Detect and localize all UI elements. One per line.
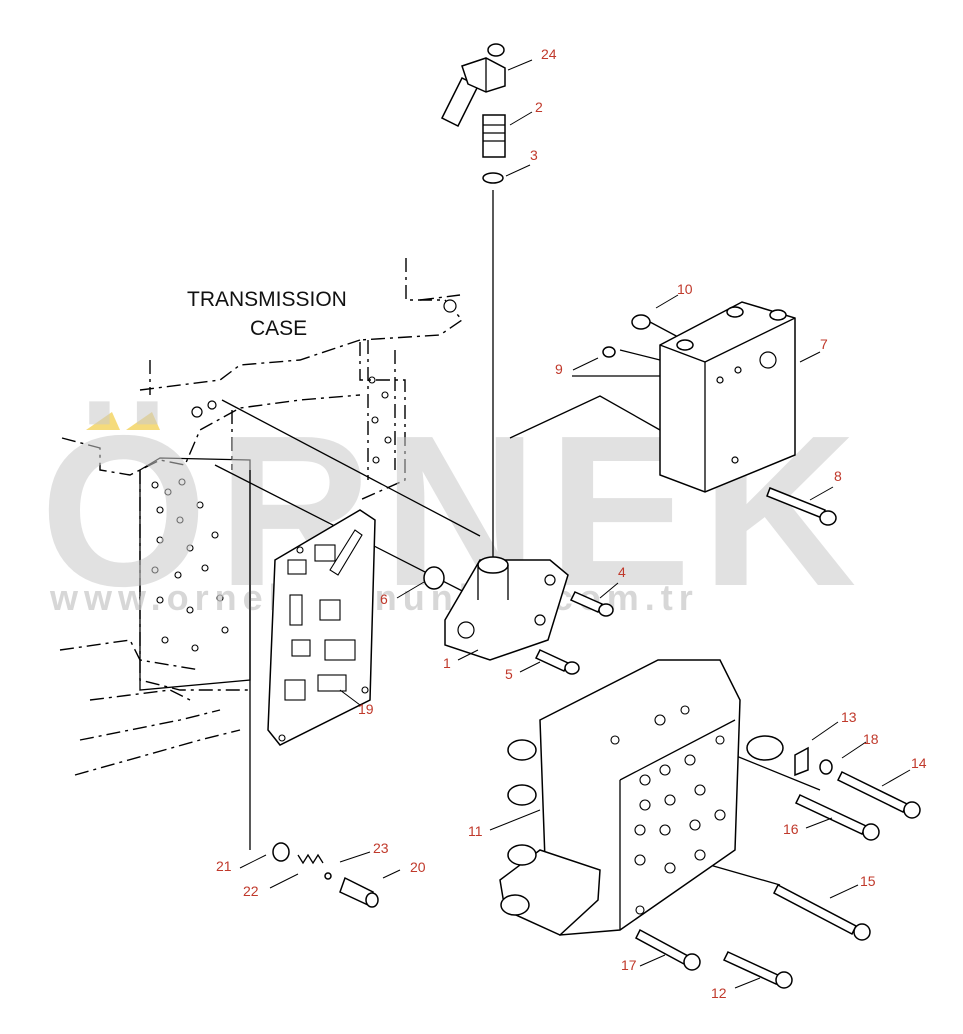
callout-18: 18 [863, 731, 879, 747]
case-label-line2: CASE [250, 317, 307, 340]
part-o-ring-6 [423, 566, 445, 590]
part-ball-23 [324, 872, 332, 880]
part-bolt-15 [773, 883, 871, 941]
part-bolt-4 [569, 591, 614, 617]
callout-10: 10 [677, 281, 693, 297]
callout-leaders [239, 59, 911, 989]
part-o-ring-10 [631, 314, 651, 330]
part-bolt-16 [794, 794, 880, 841]
part-valve-20 [339, 876, 379, 908]
part-separator-plate [267, 509, 376, 746]
callout-9: 9 [555, 361, 563, 377]
callout-2: 2 [535, 99, 543, 115]
callout-7: 7 [820, 336, 828, 352]
part-hose-elbow [440, 43, 506, 128]
callout-numbers: 24 2 3 10 7 9 8 4 6 1 5 19 13 18 14 16 1… [216, 46, 927, 1001]
callout-13: 13 [841, 709, 857, 725]
part-main-valve [499, 659, 784, 936]
callout-16: 16 [783, 821, 799, 837]
part-bolt-12 [722, 951, 793, 989]
callout-24: 24 [541, 46, 557, 62]
part-o-ring-9 [602, 346, 616, 358]
callout-15: 15 [860, 873, 876, 889]
callout-17: 17 [621, 957, 637, 973]
callout-19: 19 [358, 701, 374, 717]
part-bolt-17 [635, 928, 701, 971]
watermark-accent-left [86, 412, 120, 430]
callout-8: 8 [834, 468, 842, 484]
part-washer-18 [819, 759, 833, 775]
part-spring-22 [297, 853, 324, 865]
callout-4: 4 [618, 564, 626, 580]
callout-23: 23 [373, 840, 389, 856]
callout-3: 3 [530, 147, 538, 163]
callout-12: 12 [711, 985, 727, 1001]
callout-21: 21 [216, 858, 232, 874]
watermark-accent-right [126, 412, 160, 430]
case-label-line1: TRANSMISSION [187, 288, 347, 311]
callout-14: 14 [911, 755, 927, 771]
callout-1: 1 [443, 655, 451, 671]
part-fitting [482, 114, 506, 158]
part-bolt-14 [836, 770, 921, 819]
callout-5: 5 [505, 666, 513, 682]
callout-6: 6 [380, 591, 388, 607]
part-plug-21 [272, 842, 290, 862]
part-bolt-8 [766, 487, 837, 526]
part-bolt-5 [534, 649, 580, 675]
callout-20: 20 [410, 859, 426, 875]
part-o-ring-3 [482, 172, 504, 184]
callout-11: 11 [468, 823, 483, 839]
part-valve-body [444, 556, 569, 661]
part-valve-block [659, 301, 796, 493]
transmission-case-outline [59, 258, 464, 776]
part-clip-13 [794, 746, 809, 777]
callout-22: 22 [243, 883, 259, 899]
